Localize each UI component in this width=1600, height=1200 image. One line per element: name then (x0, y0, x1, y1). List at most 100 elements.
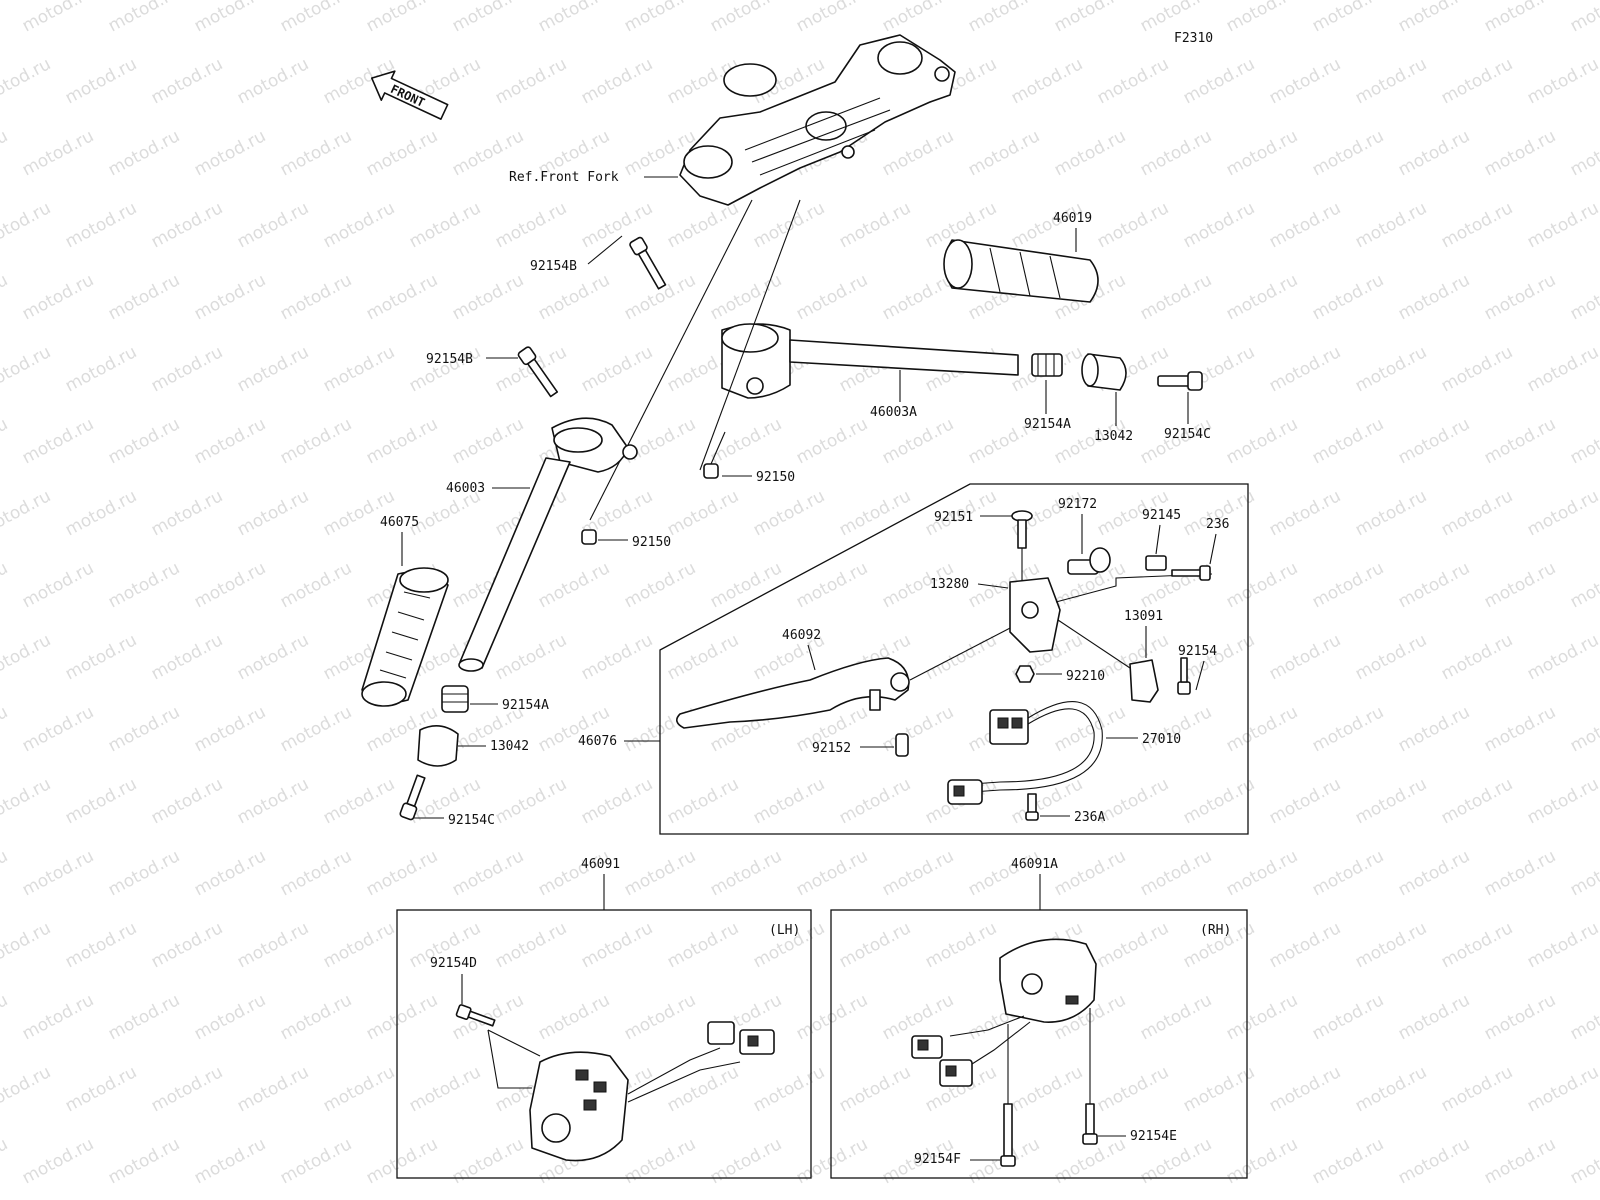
watermark-text: motod.ru (363, 1134, 441, 1188)
watermark-text: motod.ru (277, 0, 355, 36)
clamp-bolt-92154 (1177, 657, 1191, 695)
switch-spacer (1145, 555, 1167, 571)
watermark-text: motod.ru (836, 918, 914, 972)
watermark-text: motod.ru (1051, 126, 1129, 180)
watermark-text: motod.ru (0, 1062, 54, 1116)
watermark-text: motod.ru (1395, 126, 1473, 180)
watermark-text: motod.ru (793, 846, 871, 900)
watermark-text: motod.ru (1008, 54, 1086, 108)
watermark-text: motod.ru (621, 0, 699, 36)
watermark-text: motod.ru (191, 270, 269, 324)
watermark-text: motod.ru (320, 342, 398, 396)
watermark-text: motod.ru (1266, 774, 1344, 828)
watermark-text: motod.ru (1223, 0, 1301, 36)
watermark-text: motod.ru (191, 702, 269, 756)
watermark-text: motod.ru (922, 918, 1000, 972)
watermark-text: motod.ru (1395, 846, 1473, 900)
watermark-text: motod.ru (535, 558, 613, 612)
watermark-text: motod.ru (105, 270, 183, 324)
watermark-text: motod.ru (965, 846, 1043, 900)
watermark-text: motod.ru (1223, 558, 1301, 612)
watermark-text: motod.ru (879, 0, 957, 36)
watermark-text: motod.ru (0, 54, 54, 108)
lh-side-label: (LH) (769, 923, 800, 938)
watermark-text: motod.ru (105, 0, 183, 36)
watermark-text: motod.ru (535, 846, 613, 900)
watermark-text: motod.ru (234, 54, 312, 108)
watermark-text: motod.ru (1051, 702, 1129, 756)
watermark-text: motod.ru (578, 342, 656, 396)
part-46091: 46091 (581, 857, 620, 872)
part-92154B-top: 92154B (530, 259, 577, 274)
watermark-text: motod.ru (1567, 270, 1600, 324)
part-92145: 92145 (1142, 508, 1181, 523)
watermark-text: motod.ru (1223, 990, 1301, 1044)
watermark-text: motod.ru (62, 54, 140, 108)
lever-adjuster-screw (1067, 547, 1111, 575)
watermark-text: motod.ru (277, 1134, 355, 1188)
watermark-text: motod.ru (320, 918, 398, 972)
rh-switch-screw-E (1082, 1103, 1098, 1145)
watermark-text: motod.ru (62, 198, 140, 252)
watermark-text: motod.ru (1266, 198, 1344, 252)
watermark-text: motod.ru (1137, 270, 1215, 324)
watermark-text: motod.ru (0, 414, 11, 468)
watermark-text: motod.ru (1309, 126, 1387, 180)
watermark-text: motod.ru (1352, 486, 1430, 540)
watermark-text: motod.ru (621, 1134, 699, 1188)
part-46075: 46075 (380, 515, 419, 530)
watermark-text: motod.ru (707, 270, 785, 324)
left-bar-end-insert (441, 685, 469, 713)
watermark-text: motod.ru (1438, 1062, 1516, 1116)
watermark-text: motod.ru (1438, 342, 1516, 396)
watermark-text: motod.ru (1223, 1134, 1301, 1188)
screw-92150-right (703, 431, 726, 479)
right-throttle-grip (943, 239, 1099, 303)
watermark-text: motod.ru (664, 486, 742, 540)
watermark-text: motod.ru (1223, 702, 1301, 756)
part-92151: 92151 (934, 510, 973, 525)
watermark-text: motod.ru (1008, 1062, 1086, 1116)
watermark-text: motod.ru (105, 126, 183, 180)
watermark-text: motod.ru (1438, 198, 1516, 252)
watermark-text: motod.ru (707, 1134, 785, 1188)
part-92150-right: 92150 (756, 470, 795, 485)
watermark-text: motod.ru (148, 918, 226, 972)
watermark-text: motod.ru (1137, 702, 1215, 756)
watermark-text: motod.ru (578, 918, 656, 972)
watermark-text: motod.ru (148, 774, 226, 828)
watermark-text: motod.ru (19, 126, 97, 180)
watermark-text: motod.ru (1309, 558, 1387, 612)
watermark-text: motod.ru (1395, 1134, 1473, 1188)
part-13042-left: 13042 (490, 739, 529, 754)
watermark-text: motod.ru (621, 558, 699, 612)
watermark-text: motod.ru (578, 54, 656, 108)
watermark-text: motod.ru (19, 558, 97, 612)
watermark-text: motod.ru (191, 414, 269, 468)
watermark-text: motod.ru (1352, 342, 1430, 396)
watermark-text: motod.ru (879, 126, 957, 180)
watermark-text: motod.ru (1438, 918, 1516, 972)
right-handlebar-switch (911, 938, 1097, 1087)
lh-switch-screw (455, 1004, 496, 1027)
watermark-text: motod.ru (707, 414, 785, 468)
watermark-text: motod.ru (277, 414, 355, 468)
watermark-text: motod.ru (148, 54, 226, 108)
watermark-text: motod.ru (1309, 702, 1387, 756)
watermark-text: motod.ru (1266, 630, 1344, 684)
watermark-text: motod.ru (1180, 54, 1258, 108)
watermark-text: motod.ru (0, 0, 11, 36)
watermark-text: motod.ru (363, 126, 441, 180)
watermark-text: motod.ru (19, 0, 97, 36)
watermark-text: motod.ru (277, 270, 355, 324)
watermark-text: motod.ru (1180, 198, 1258, 252)
right-bar-end-weight (1081, 353, 1127, 391)
part-13280: 13280 (930, 577, 969, 592)
watermark-text: motod.ru (62, 342, 140, 396)
watermark-text: motod.ru (621, 414, 699, 468)
watermark-text: motod.ru (535, 990, 613, 1044)
watermark-text: motod.ru (1223, 414, 1301, 468)
watermark-text: motod.ru (62, 774, 140, 828)
watermark-text: motod.ru (449, 270, 527, 324)
